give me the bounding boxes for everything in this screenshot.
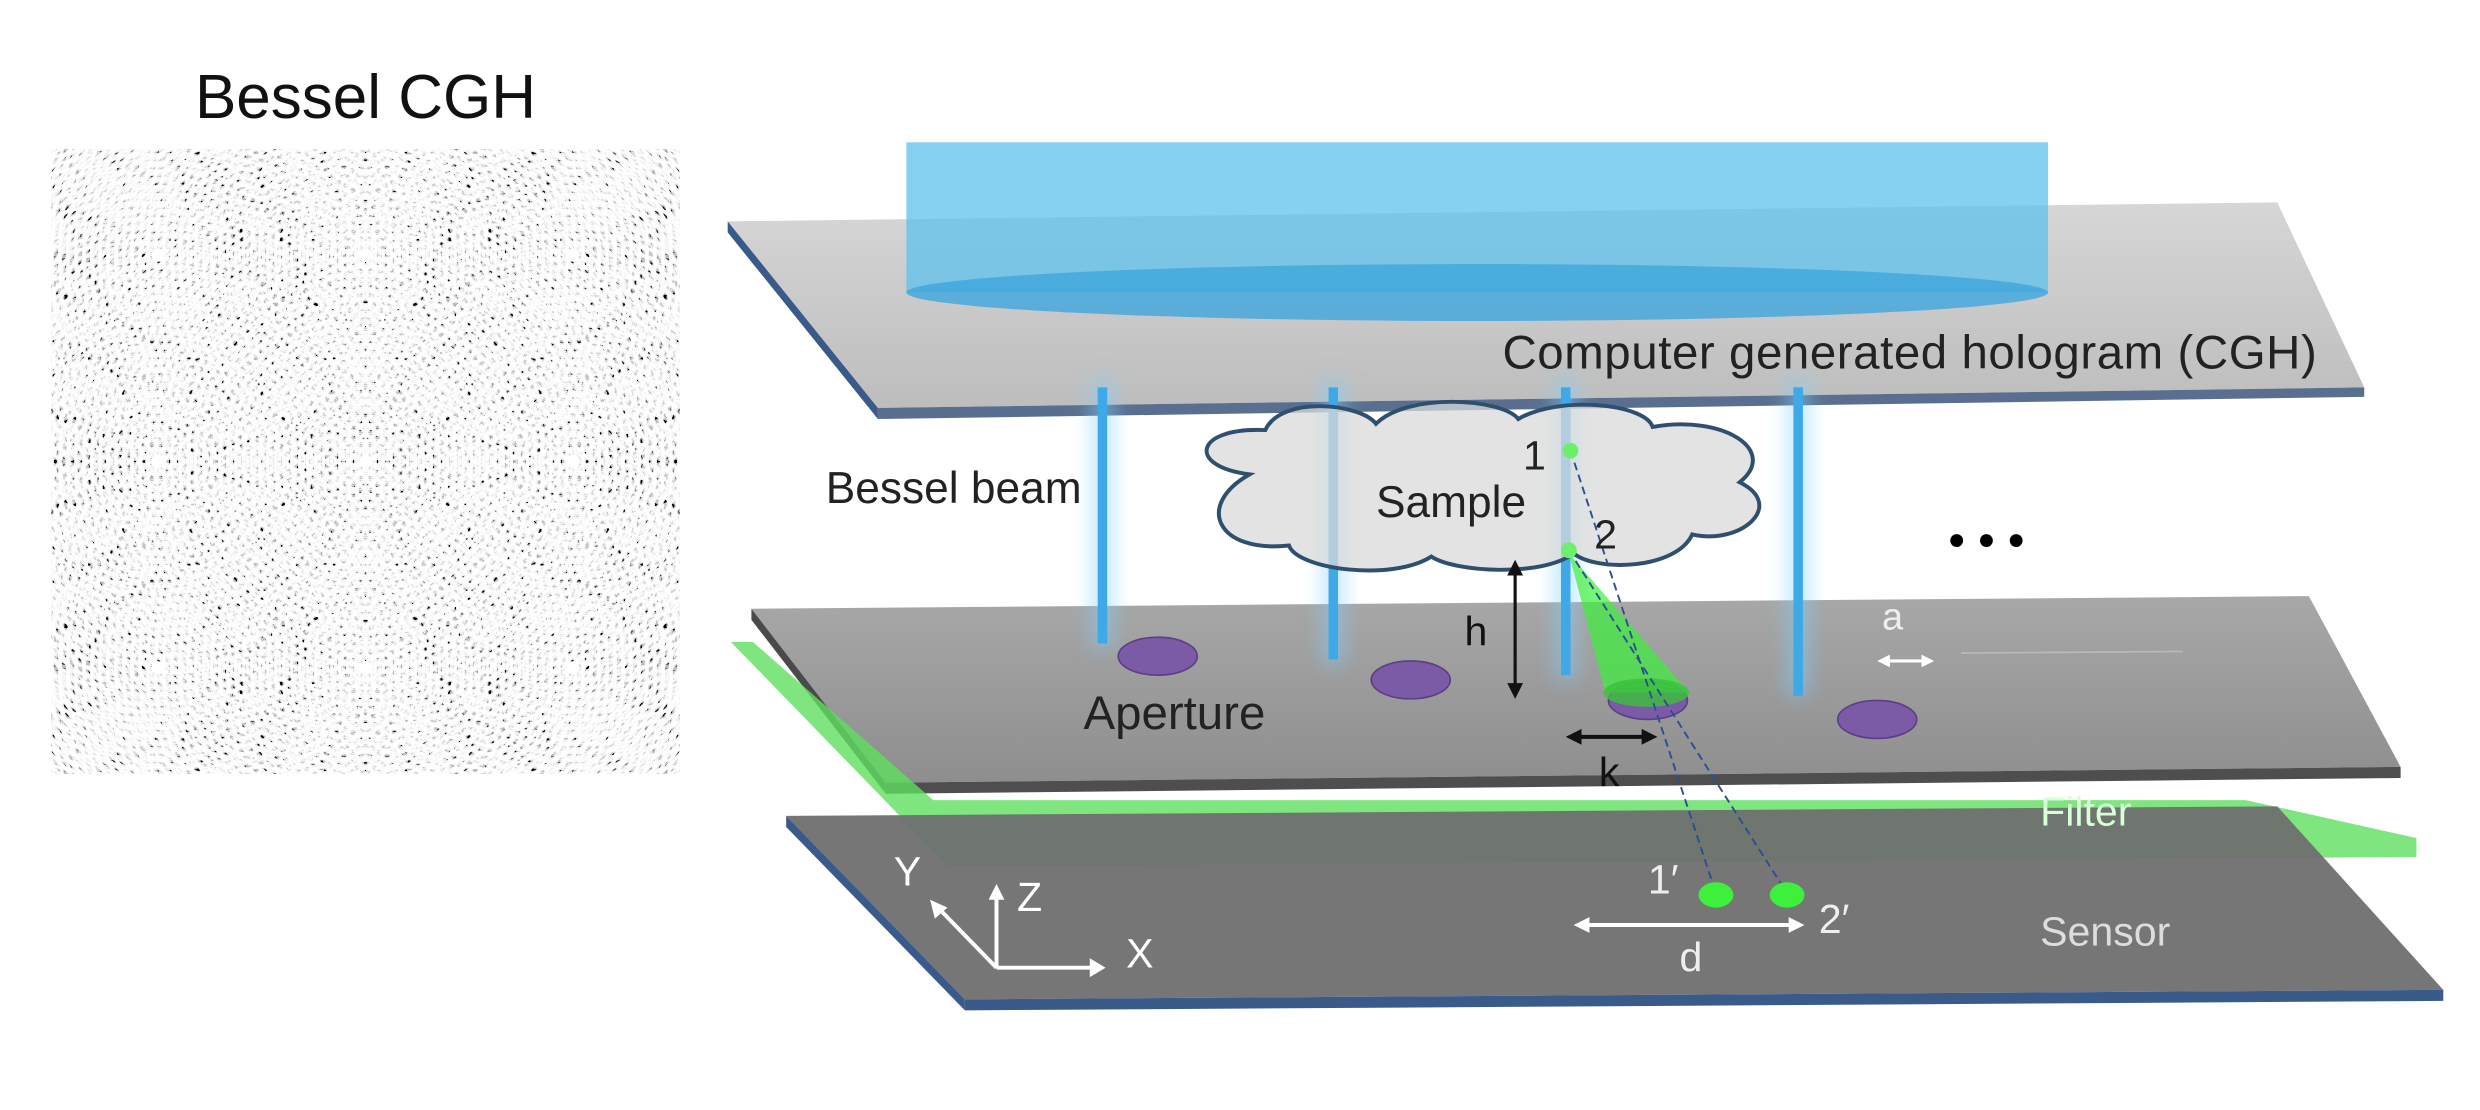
point-1-dot — [1562, 442, 1579, 459]
k-dimension-arrow — [1565, 728, 1658, 745]
ray-2 — [1568, 549, 1788, 894]
cgh-label: Computer generated hologram (CGH) — [1502, 326, 2316, 379]
sample-label: Sample — [1376, 478, 1526, 527]
aperture-4 — [1836, 699, 1918, 740]
k-label: k — [1599, 749, 1620, 795]
axis-z-label: Z — [1017, 874, 1042, 920]
bessel-beam-1 — [1097, 387, 1108, 644]
bessel-beam-label: Bessel beam — [826, 464, 1082, 513]
image-point-1 — [1698, 882, 1734, 908]
filter-label: Filter — [2040, 788, 2131, 834]
aperture-2 — [1370, 660, 1452, 700]
bessel-cgh-pattern-image — [51, 149, 680, 774]
h-dimension-arrow — [1507, 559, 1524, 699]
axis-y-label: Y — [894, 848, 921, 894]
axis-x-label: X — [1126, 931, 1153, 977]
cgh-title: Bessel CGH — [194, 63, 537, 132]
ray-1 — [1569, 450, 1717, 894]
coordinate-axes — [930, 883, 1106, 978]
point-2-label: 2 — [1594, 512, 1617, 558]
image-point-2 — [1769, 882, 1805, 908]
bessel-beam-4 — [1793, 387, 1803, 696]
d-dimension-arrow — [1573, 917, 1805, 933]
a-dimension-arrow — [1877, 654, 1935, 668]
ellipsis: • • • — [1948, 515, 2024, 568]
a-label: a — [1882, 596, 1904, 638]
d-label: d — [1680, 934, 1703, 980]
point-2-dot — [1560, 542, 1577, 559]
illumination-beam — [906, 142, 2048, 321]
h-label: h — [1465, 608, 1488, 654]
image-point-1-label: 1′ — [1648, 856, 1679, 902]
sensor-label: Sensor — [2040, 909, 2170, 955]
aperture-1 — [1117, 636, 1199, 676]
aperture-label: Aperture — [1083, 687, 1265, 740]
sample-cloud — [1204, 399, 1762, 573]
sensor-plane — [786, 806, 2444, 1011]
emission-cone — [1568, 553, 1690, 693]
point-1-label: 1 — [1523, 433, 1546, 479]
image-point-2-label: 2′ — [1819, 896, 1850, 942]
